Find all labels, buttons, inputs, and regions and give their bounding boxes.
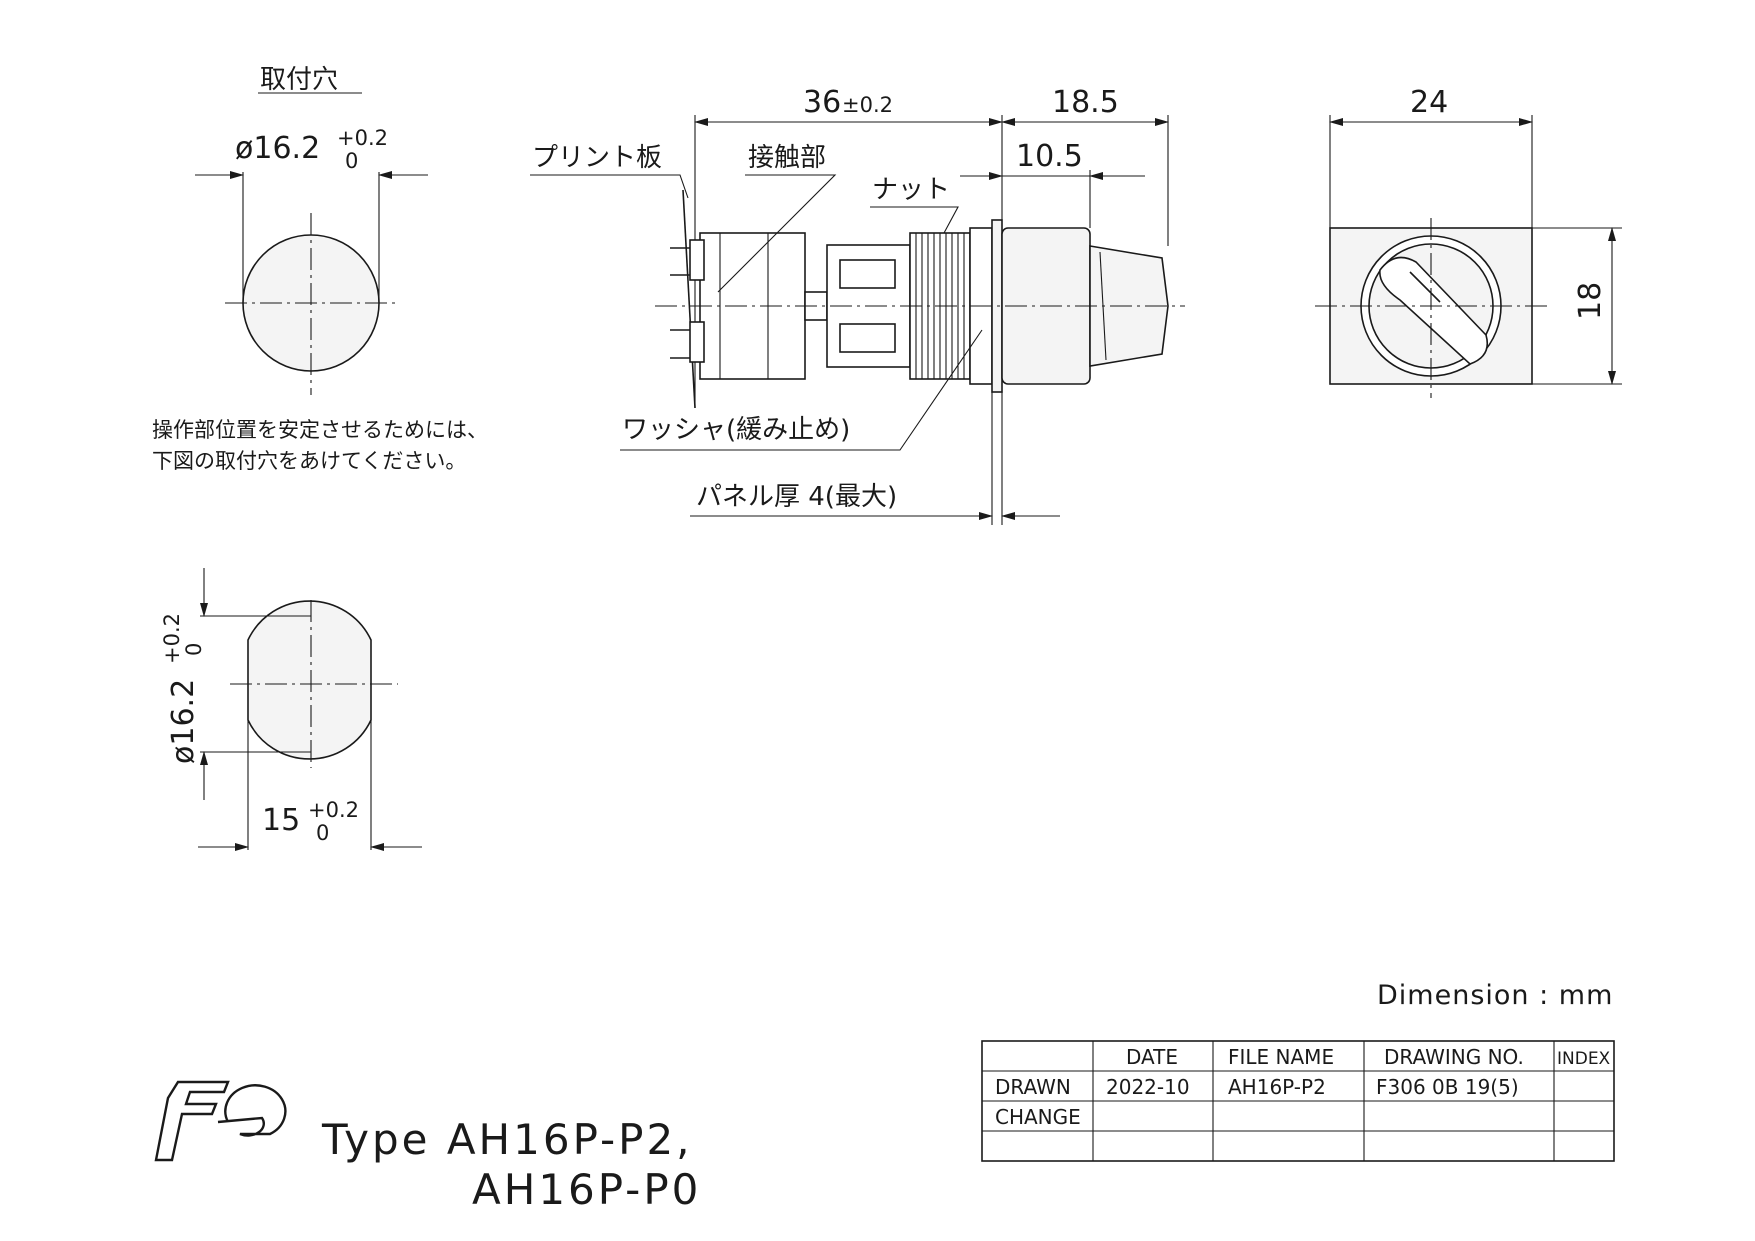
label-pcb: プリント板 (532, 143, 662, 173)
leader-contact (717, 174, 837, 293)
dim-36-tol: ±0.2 (842, 93, 893, 117)
note-line-1: 操作部位置を安定させるためには、 (152, 418, 488, 442)
tb-header-drawing-no: DRAWING NO. (1384, 1045, 1524, 1069)
label-nut: ナット (872, 175, 950, 205)
front-dim-24: 24 (1410, 85, 1448, 120)
tb-row-drawn-drawing-no: F306 0B 19(5) (1376, 1075, 1519, 1099)
hole-diameter: ø16.2 (235, 131, 320, 166)
dim-36-value: 36 (803, 85, 841, 120)
switch-front-view: 24 18 (1315, 85, 1622, 398)
dimension-unit: Dimension : mm (1377, 980, 1613, 1011)
logo-e-glyph (217, 1084, 287, 1137)
frame-window (839, 259, 896, 289)
front-dim-18: 18 (1573, 282, 1608, 320)
flatted-width: 15 (262, 803, 300, 838)
note-line-2: 下図の取付穴をあけてください。 (152, 449, 466, 473)
logo-f-glyph (154, 1080, 230, 1162)
flatted-width-tol-upper: +0.2 (308, 798, 359, 822)
contact-tab (689, 321, 705, 363)
tb-header-index: INDEX (1557, 1049, 1611, 1069)
leader-nut (870, 206, 959, 234)
knob-indicator (1409, 271, 1441, 303)
tb-row-drawn-file: AH16P-P2 (1228, 1075, 1326, 1099)
flatted-diameter: ø16.2 (166, 679, 201, 764)
mounting-hole-front: 取付穴 ø16.2 +0.2 0 (195, 65, 428, 395)
mounting-hole-title: 取付穴 (260, 65, 338, 95)
title-block: DATE FILE NAME DRAWING NO. INDEX DRAWN 2… (981, 1040, 1615, 1162)
hole-tol-upper: +0.2 (337, 126, 388, 150)
tb-row-drawn-label: DRAWN (995, 1075, 1071, 1099)
flatted-diameter-label: ø16.2 +0.2 0 (160, 613, 206, 764)
switch-side-view: 36 ±0.2 18.5 10.5 プリント板 接触部 ナット ワッシャ(緩み止… (530, 85, 1185, 525)
tb-header-date: DATE (1126, 1045, 1178, 1069)
dim-18-5-value: 18.5 (1052, 85, 1119, 120)
flatted-dia-tol-upper: +0.2 (160, 613, 184, 664)
tb-header-file-name: FILE NAME (1228, 1045, 1334, 1069)
flatted-hole (247, 600, 372, 760)
mounting-note: 操作部位置を安定させるためには、 下図の取付穴をあけてください。 (152, 418, 488, 473)
label-washer: ワッシャ(緩み止め) (622, 415, 850, 445)
pcb-edge (682, 189, 696, 409)
flatted-width-tol-lower: 0 (316, 821, 329, 845)
label-panel: パネル厚 4(最大) (696, 482, 897, 512)
type-line-2: AH16P-P0 (472, 1165, 701, 1214)
leader-pcb (530, 174, 689, 199)
tb-row-drawn-date: 2022-10 (1106, 1075, 1190, 1099)
knob-lever (1379, 256, 1489, 365)
contact-tab (689, 239, 705, 281)
dim-10-5-value: 10.5 (1016, 139, 1083, 174)
tb-row-change-label: CHANGE (995, 1105, 1081, 1129)
fuji-logo: Fe (154, 1080, 287, 1162)
label-contact: 接触部 (748, 143, 826, 173)
mounting-hole-flatted: ø16.2 +0.2 0 15 +0.2 0 (160, 568, 422, 851)
leader-washer (620, 329, 983, 451)
type-line-1: Type AH16P-P2, (321, 1115, 693, 1164)
flatted-dia-tol-lower: 0 (182, 643, 206, 656)
frame-window (839, 323, 896, 353)
hole-tol-lower: 0 (345, 149, 358, 173)
